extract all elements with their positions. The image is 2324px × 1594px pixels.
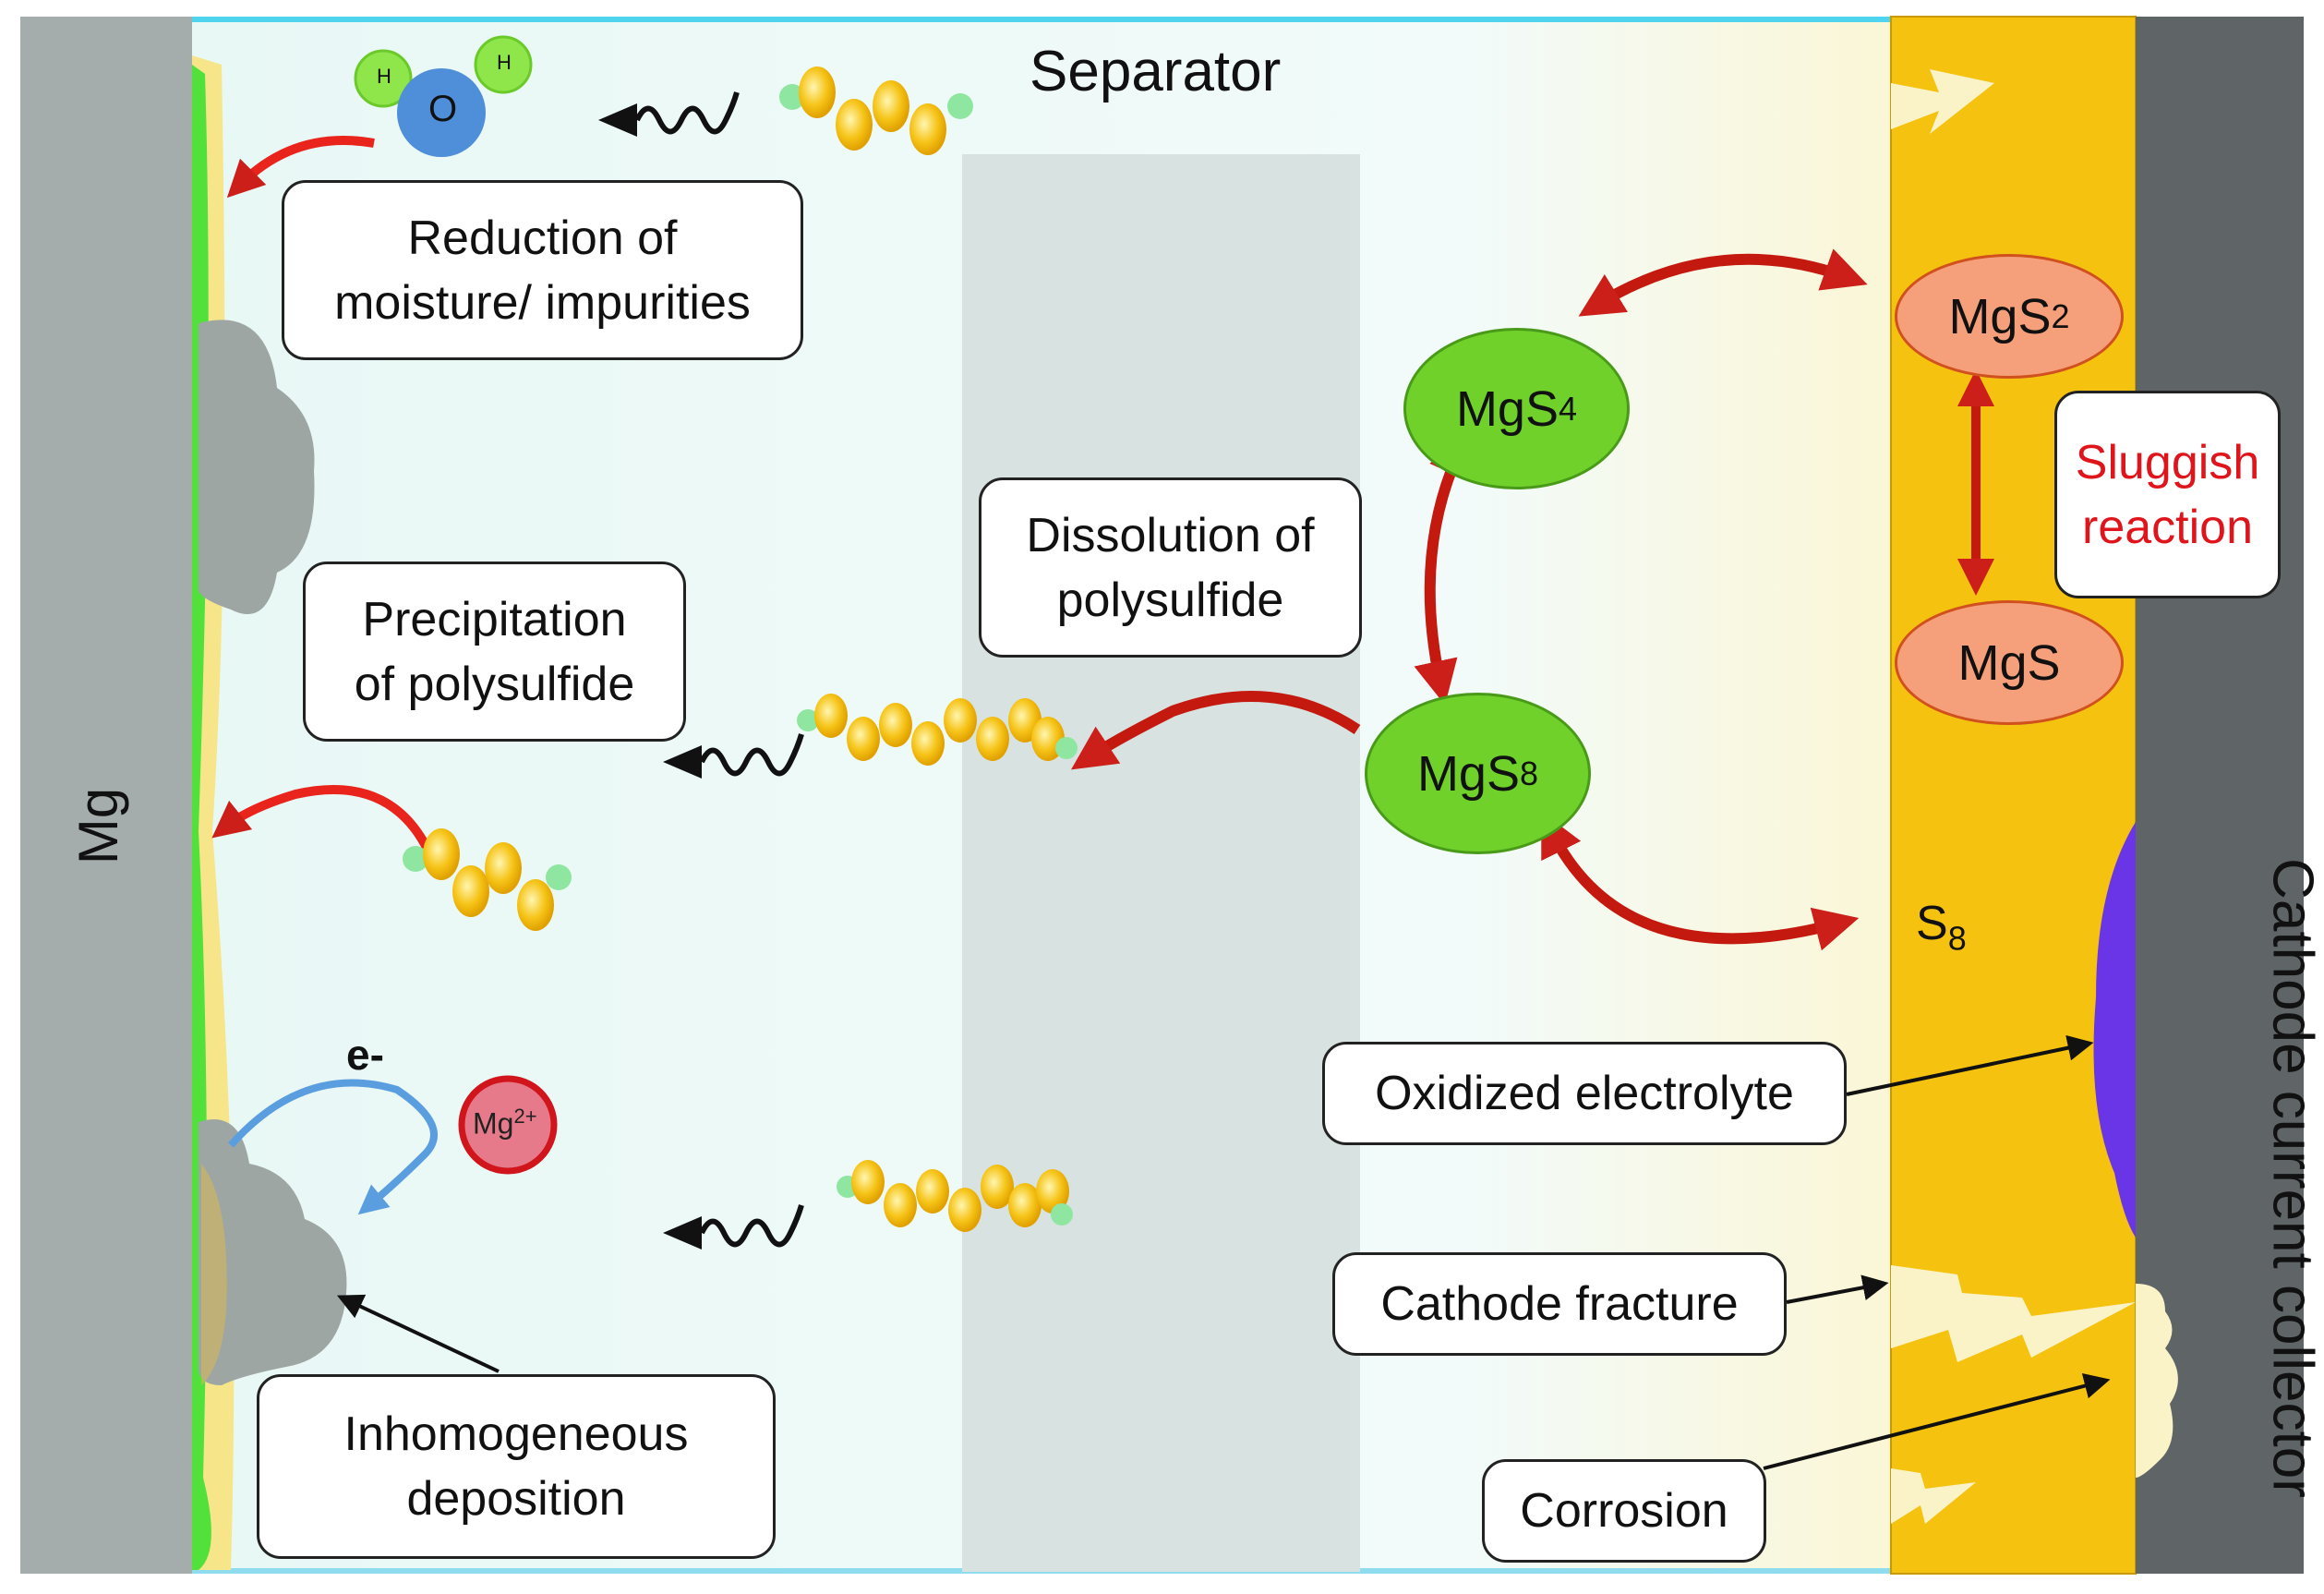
pointer-corrosion	[1763, 1373, 2111, 1470]
collector-label: Cathode current collector	[2260, 858, 2324, 1498]
callout-precipitation: Precipitation of polysulfide	[303, 562, 686, 742]
electron-label: e-	[346, 1031, 384, 1079]
arrow-mgs4-mgs8	[1414, 432, 1470, 706]
mgs8-sub: 8	[1520, 754, 1539, 792]
oxidized-electrolyte-layer	[2093, 822, 2136, 1238]
arrow-mgs8-s8	[1541, 811, 1860, 951]
fracture-bolt-mid	[1891, 1265, 2136, 1362]
cathode-layer	[1890, 16, 2137, 1575]
pointer-fracture	[1786, 1274, 1889, 1304]
mgs2-base: MgS	[1948, 288, 2052, 344]
callout-inhomogeneous: Inhomogeneous deposition	[257, 1374, 776, 1559]
fracture-bolt-top	[1891, 69, 1994, 134]
mgs4-sub: 4	[1559, 389, 1578, 428]
mg-ion-label: Mg2+	[473, 1105, 537, 1141]
dendrite-bottom-overlay	[201, 1164, 227, 1385]
migration-arrow-top	[598, 91, 740, 137]
mg-ion-base: Mg	[473, 1106, 514, 1141]
polysulfide-chain-lower-left	[403, 828, 572, 931]
water-h1-label: H	[377, 65, 391, 88]
pointer-oxidized	[1846, 1034, 2094, 1096]
callout-fracture: Cathode fracture	[1332, 1252, 1787, 1356]
water-o-label: O	[428, 89, 458, 129]
top-border	[192, 17, 1891, 22]
callout-reduction: Reduction of moisture/ impurities	[282, 180, 803, 360]
mg-ion	[458, 1075, 558, 1175]
water-h2-label: H	[497, 51, 512, 74]
polysulfide-chain-middle	[797, 694, 1078, 766]
s8-sub: 8	[1947, 919, 1967, 958]
polysulfide-chain-bottom	[837, 1160, 1073, 1232]
species-s8: S8	[1916, 896, 1967, 958]
dendrite-bottom	[199, 1119, 347, 1385]
arrow-mgs4-mgs2	[1578, 248, 1868, 317]
arrow-precip-to-anode	[211, 785, 439, 865]
mg-ion-charge: 2+	[513, 1105, 537, 1128]
arrow-mgs8-to-chain	[1071, 691, 1361, 770]
dendrite-top	[199, 320, 315, 614]
electron-transfer-arrow	[228, 1079, 438, 1215]
callout-oxidized: Oxidized electrolyte	[1322, 1042, 1847, 1145]
migration-arrow-bottom	[663, 1204, 804, 1250]
callout-dissolution: Dissolution of polysulfide	[979, 477, 1362, 658]
mgs8-base: MgS	[1416, 745, 1520, 802]
mgs-base: MgS	[1957, 634, 2061, 691]
fracture-bolt-bottom	[1891, 1468, 1976, 1524]
separator-label: Separator	[1030, 40, 1282, 103]
s8-base: S	[1916, 897, 1948, 950]
pointer-inhomogeneous	[336, 1294, 500, 1373]
water-molecule	[354, 35, 533, 157]
mg-anode	[20, 17, 192, 1574]
mgs4-base: MgS	[1455, 380, 1559, 437]
arrow-water-to-anode	[226, 136, 375, 199]
polysulfide-chain-top	[779, 66, 973, 155]
species-mgs: MgS	[1895, 600, 2124, 725]
corrosion-deposit	[2136, 1284, 2178, 1478]
separator	[962, 154, 1360, 1572]
callout-corrosion: Corrosion	[1482, 1459, 1766, 1563]
anode-label: Mg	[67, 787, 130, 865]
callout-sluggish: Sluggish reaction	[2054, 391, 2281, 598]
mgs2-sub: 2	[2051, 296, 2070, 335]
migration-arrow-middle	[663, 733, 804, 779]
